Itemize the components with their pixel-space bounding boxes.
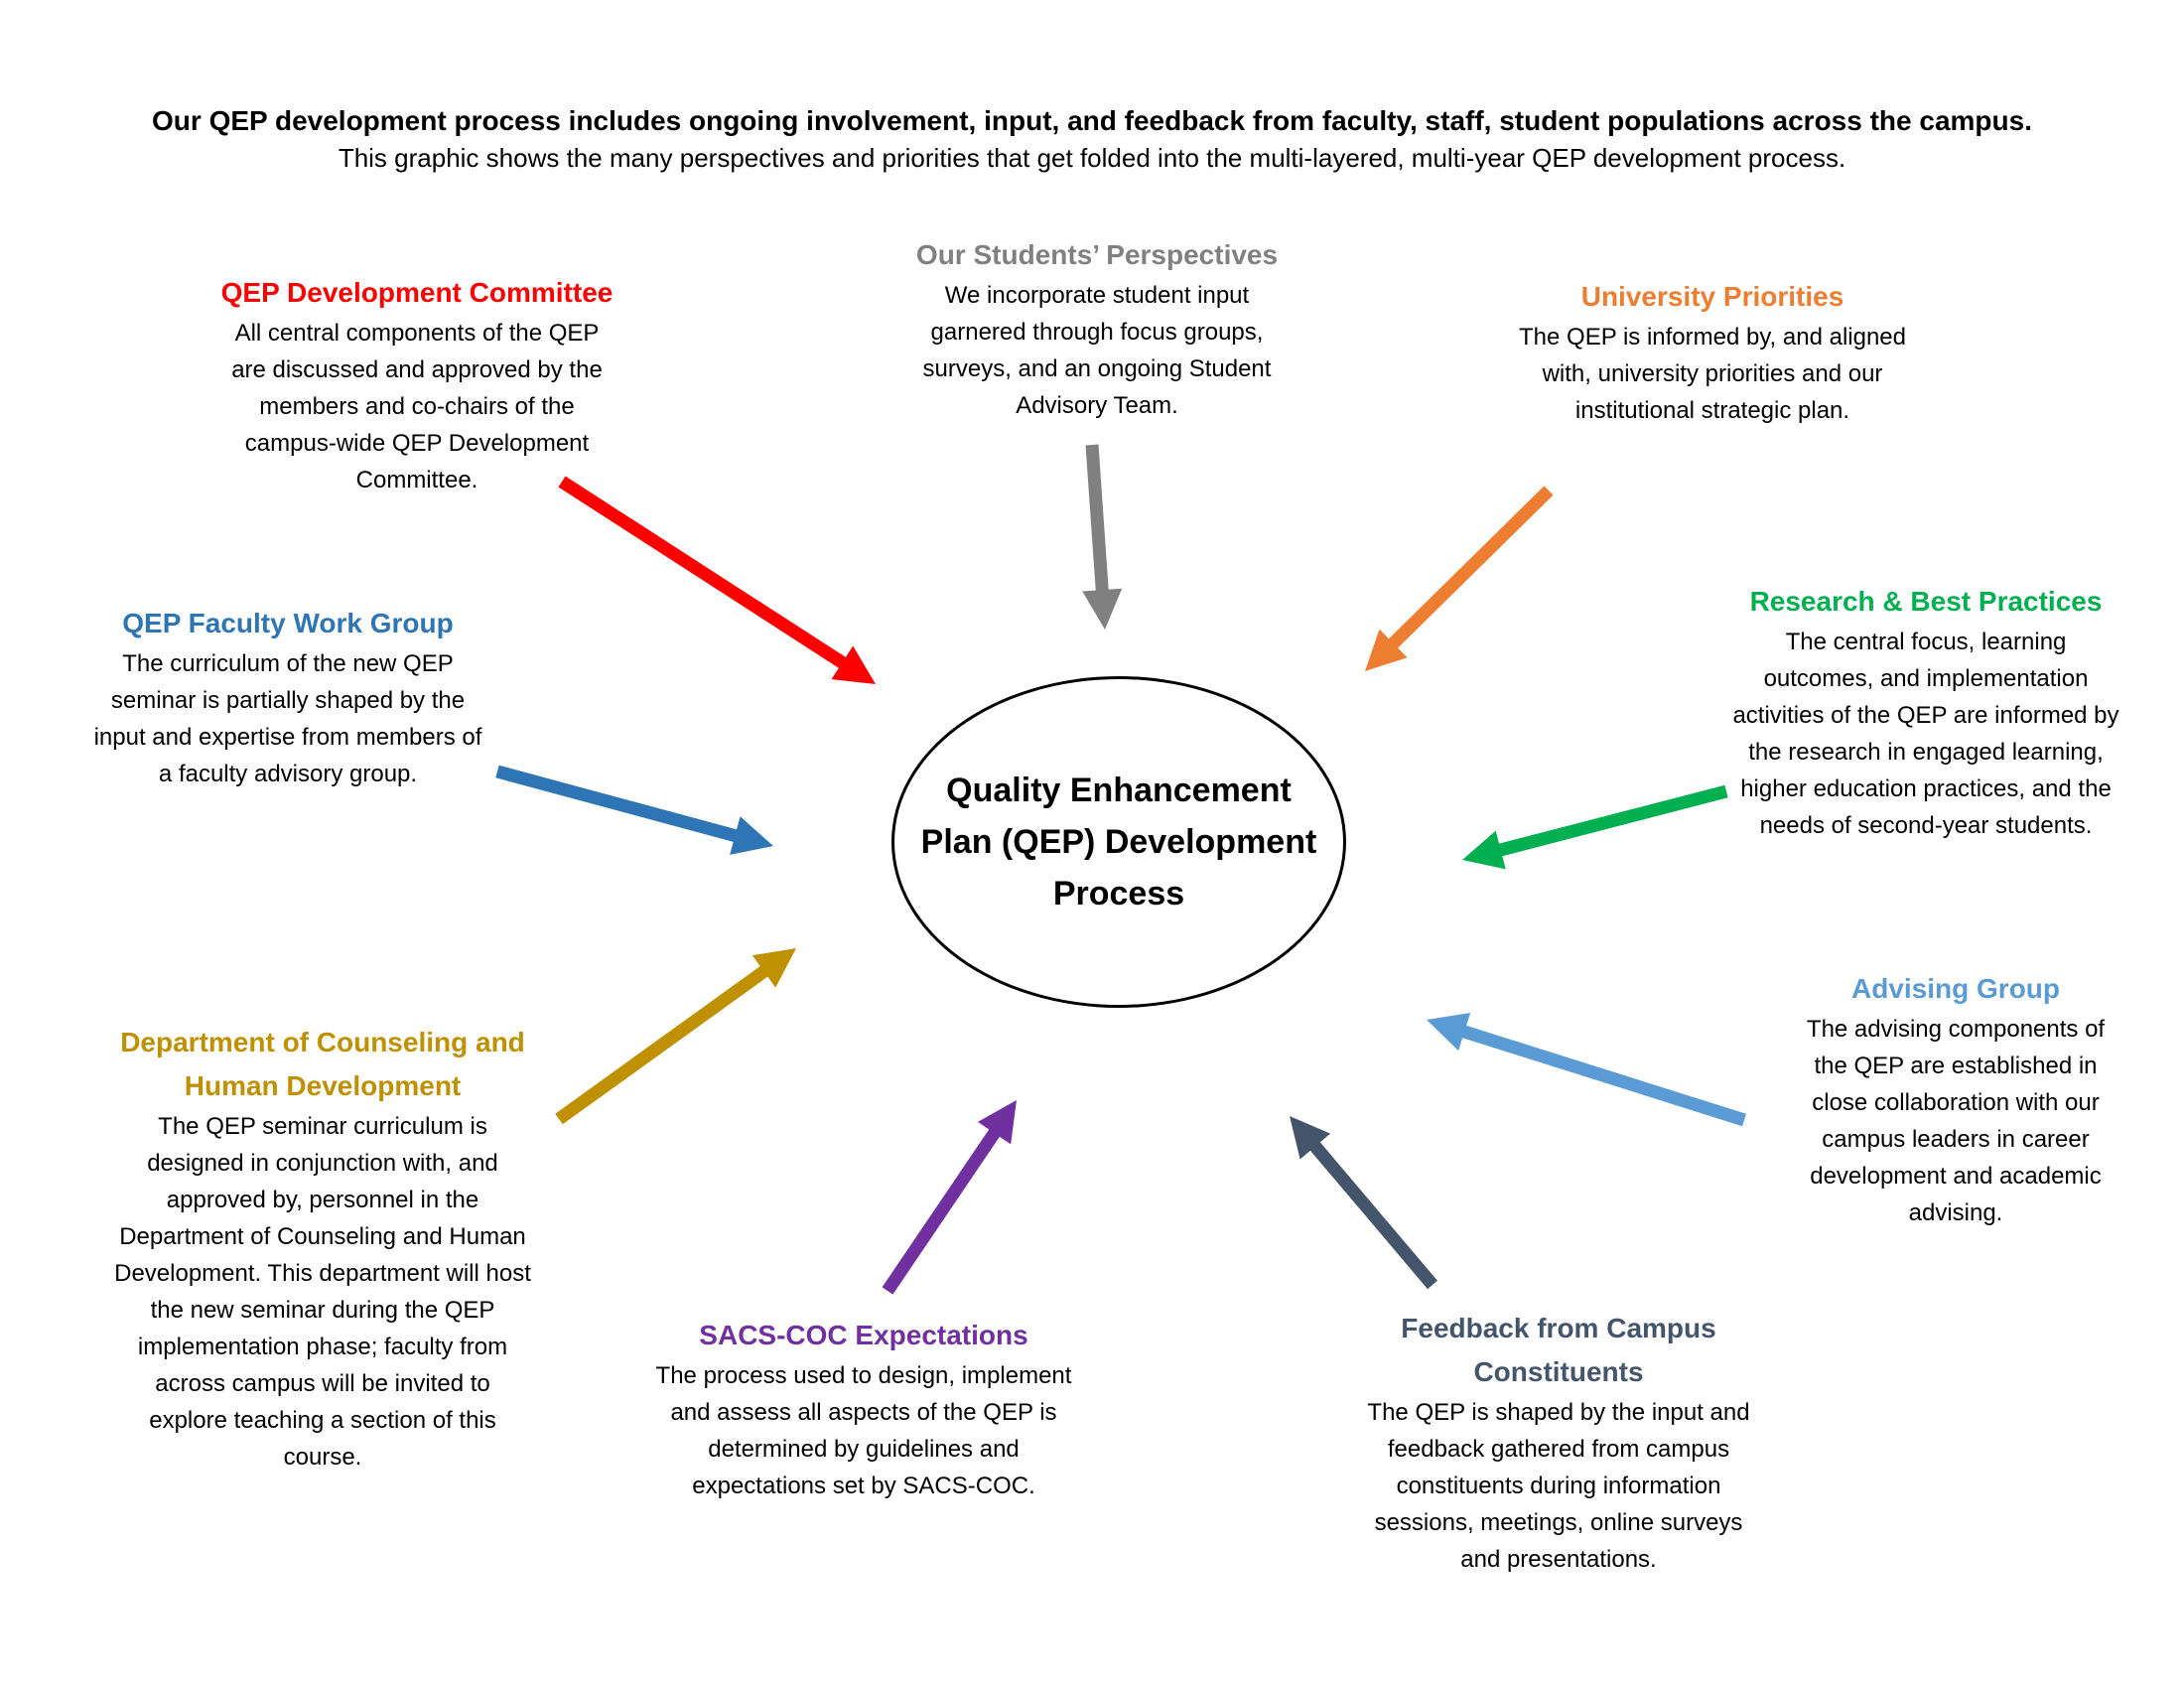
arrow-shaft (1387, 486, 1554, 649)
arrow-head (1365, 629, 1408, 671)
block-body: The QEP is shaped by the input and feedb… (1367, 1399, 1750, 1573)
arrow-faculty (495, 765, 773, 855)
block-campus-constituents: Feedback from Campus Constituents The QE… (1345, 1307, 1772, 1578)
arrow-shaft (1460, 1025, 1746, 1127)
arrow-shaft (1308, 1140, 1437, 1290)
arrow-shaft (882, 1127, 1002, 1295)
arrow-research (1462, 784, 1728, 870)
arrow-head (831, 645, 876, 684)
block-body: The central focus, learning outcomes, an… (1732, 629, 2119, 839)
intro: Our QEP development process includes ong… (0, 102, 2184, 176)
block-qep-faculty-work-group: QEP Faculty Work Group The curriculum of… (79, 602, 496, 792)
block-title: Research & Best Practices (1749, 586, 2103, 617)
block-body: All central components of the QEP are di… (231, 320, 603, 493)
block-body: The advising components of the QEP are e… (1806, 1016, 2106, 1226)
arrow-head (730, 816, 773, 855)
arrow-constituents (1290, 1116, 1437, 1290)
arrow-students (1082, 444, 1123, 630)
block-title: Feedback from Campus Constituents (1401, 1313, 1716, 1387)
block-body: The QEP is informed by, and aligned with… (1519, 324, 1906, 424)
block-body: The QEP seminar curriculum is designed i… (114, 1113, 531, 1471)
arrow-counseling (555, 948, 796, 1125)
block-advising-group: Advising Group The advising components o… (1757, 967, 2154, 1231)
arrow-shaft (555, 964, 769, 1125)
arrow-sacs (882, 1100, 1017, 1295)
block-university-priorities: University Priorities The QEP is informe… (1494, 275, 1931, 429)
center-circle: Quality Enhancement Plan (QEP) Developme… (891, 676, 1346, 1008)
arrow-head (751, 948, 796, 988)
block-title: QEP Faculty Work Group (122, 608, 454, 638)
arrow-priorities (1365, 486, 1554, 671)
arrow-committee (558, 476, 876, 684)
block-counseling-human-development: Department of Counseling and Human Devel… (99, 1021, 546, 1476)
block-body: The curriculum of the new QEP seminar is… (93, 650, 482, 787)
block-title: Advising Group (1851, 973, 2060, 1004)
arrow-head (978, 1100, 1017, 1145)
block-sacs-coc-expectations: SACS-COC Expectations The process used t… (645, 1314, 1082, 1504)
arrow-shaft (495, 765, 740, 843)
block-title: SACS-COC Expectations (699, 1320, 1028, 1350)
arrow-head (1290, 1116, 1331, 1160)
arrow-head (1427, 1012, 1471, 1052)
intro-heading: Our QEP development process includes ong… (152, 105, 2032, 136)
arrow-shaft (1497, 784, 1728, 857)
block-title: Department of Counseling and Human Devel… (120, 1027, 525, 1101)
block-title: QEP Development Committee (220, 277, 614, 308)
center-title: Quality Enhancement Plan (QEP) Developme… (920, 772, 1317, 913)
block-students-perspectives: Our Students’ Perspectives We incorporat… (874, 233, 1320, 424)
arrow-advising (1427, 1012, 1746, 1127)
block-qep-development-committee: QEP Development Committee All central co… (189, 271, 645, 498)
block-research-best-practices: Research & Best Practices The central fo… (1717, 580, 2134, 844)
arrow-head (1462, 830, 1506, 870)
block-title: University Priorities (1580, 281, 1844, 312)
intro-subheading: This graphic shows the many perspectives… (338, 143, 1846, 173)
arrow-shaft (558, 476, 848, 669)
block-body: We incorporate student input garnered th… (922, 282, 1272, 419)
arrow-head (1082, 588, 1123, 630)
arrow-shaft (1085, 444, 1109, 593)
block-body: The process used to design, implement an… (655, 1362, 1072, 1499)
block-title: Our Students’ Perspectives (915, 239, 1279, 270)
